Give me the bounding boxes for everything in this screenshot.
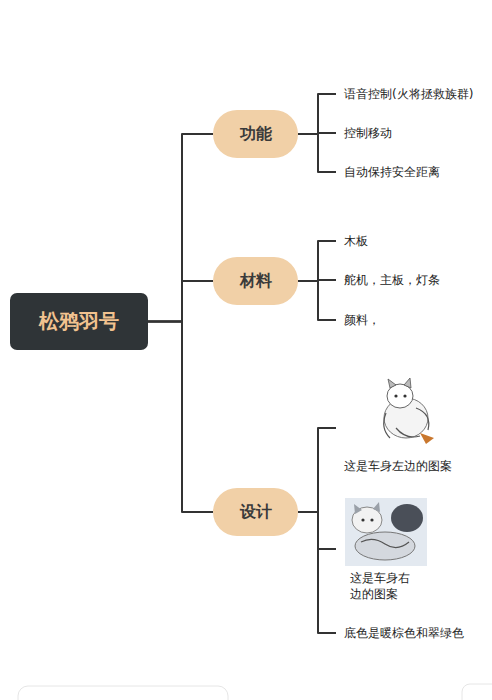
node-label: 这是车身右 边的图案 <box>350 570 416 602</box>
node-label: 自动保持安全距离 <box>344 162 440 182</box>
node-label: 材料 <box>240 271 272 292</box>
category-pill: 功能 <box>213 110 298 158</box>
node-label: 语音控制(火将拯救族群) <box>344 84 473 104</box>
fur-stroke <box>384 408 429 438</box>
branch-connector <box>298 94 336 134</box>
node-label: 这是车身左边的图案 <box>344 458 474 474</box>
leaf-item: 控制移动 <box>336 123 456 143</box>
cat-body <box>355 532 415 560</box>
category-pill: 设计 <box>213 488 298 536</box>
branch-connector <box>298 512 336 633</box>
dark-cat-shape <box>391 504 423 532</box>
leaf-item: 颜料， <box>336 310 416 330</box>
image-item: 这是车身左边的图案 <box>336 378 476 478</box>
leaf-item: 语音控制(火将拯救族群) <box>336 84 486 104</box>
ear-shape <box>388 378 411 388</box>
branch-connector <box>298 134 336 172</box>
node-label: 颜料， <box>344 310 380 330</box>
branch-connector <box>298 428 336 512</box>
image-background <box>345 498 427 566</box>
image-item: 这是车身右 边的图案 <box>336 496 436 602</box>
node-label: 设计 <box>240 502 272 523</box>
category-pill: 材料 <box>213 257 298 305</box>
stripe-stroke <box>361 539 409 547</box>
node-label: 控制移动 <box>344 123 392 143</box>
eye-dot <box>394 394 397 397</box>
left-illustration <box>376 378 438 448</box>
eye-dot <box>403 394 406 397</box>
branch-connector <box>148 281 213 322</box>
branch-connector <box>148 322 213 513</box>
branch-connector <box>298 241 336 281</box>
leaf-item: 自动保持安全距离 <box>336 162 476 182</box>
root-box: 松鸦羽号 <box>10 293 148 350</box>
eye-dot <box>370 518 373 521</box>
ui-fragment <box>18 686 228 700</box>
eye-dot <box>361 518 364 521</box>
branch-connector <box>298 281 336 320</box>
leaf-item: 舵机，主板，灯条 <box>336 270 466 290</box>
ui-fragment <box>462 684 492 700</box>
branch-connector <box>148 134 213 322</box>
leaf-item: 木板 <box>336 231 416 251</box>
orange-accent <box>420 433 434 444</box>
node-label: 舵机，主板，灯条 <box>344 270 440 290</box>
node-label: 功能 <box>240 124 272 145</box>
right-illustration <box>345 498 427 566</box>
node-label: 木板 <box>344 231 368 251</box>
node-label: 底色是暖棕色和翠绿色 <box>344 623 464 643</box>
node-label: 松鸦羽号 <box>39 308 119 335</box>
fluffy-figure <box>384 378 434 444</box>
ear-shape <box>354 502 380 514</box>
leaf-item: 底色是暖棕色和翠绿色 <box>336 623 486 643</box>
